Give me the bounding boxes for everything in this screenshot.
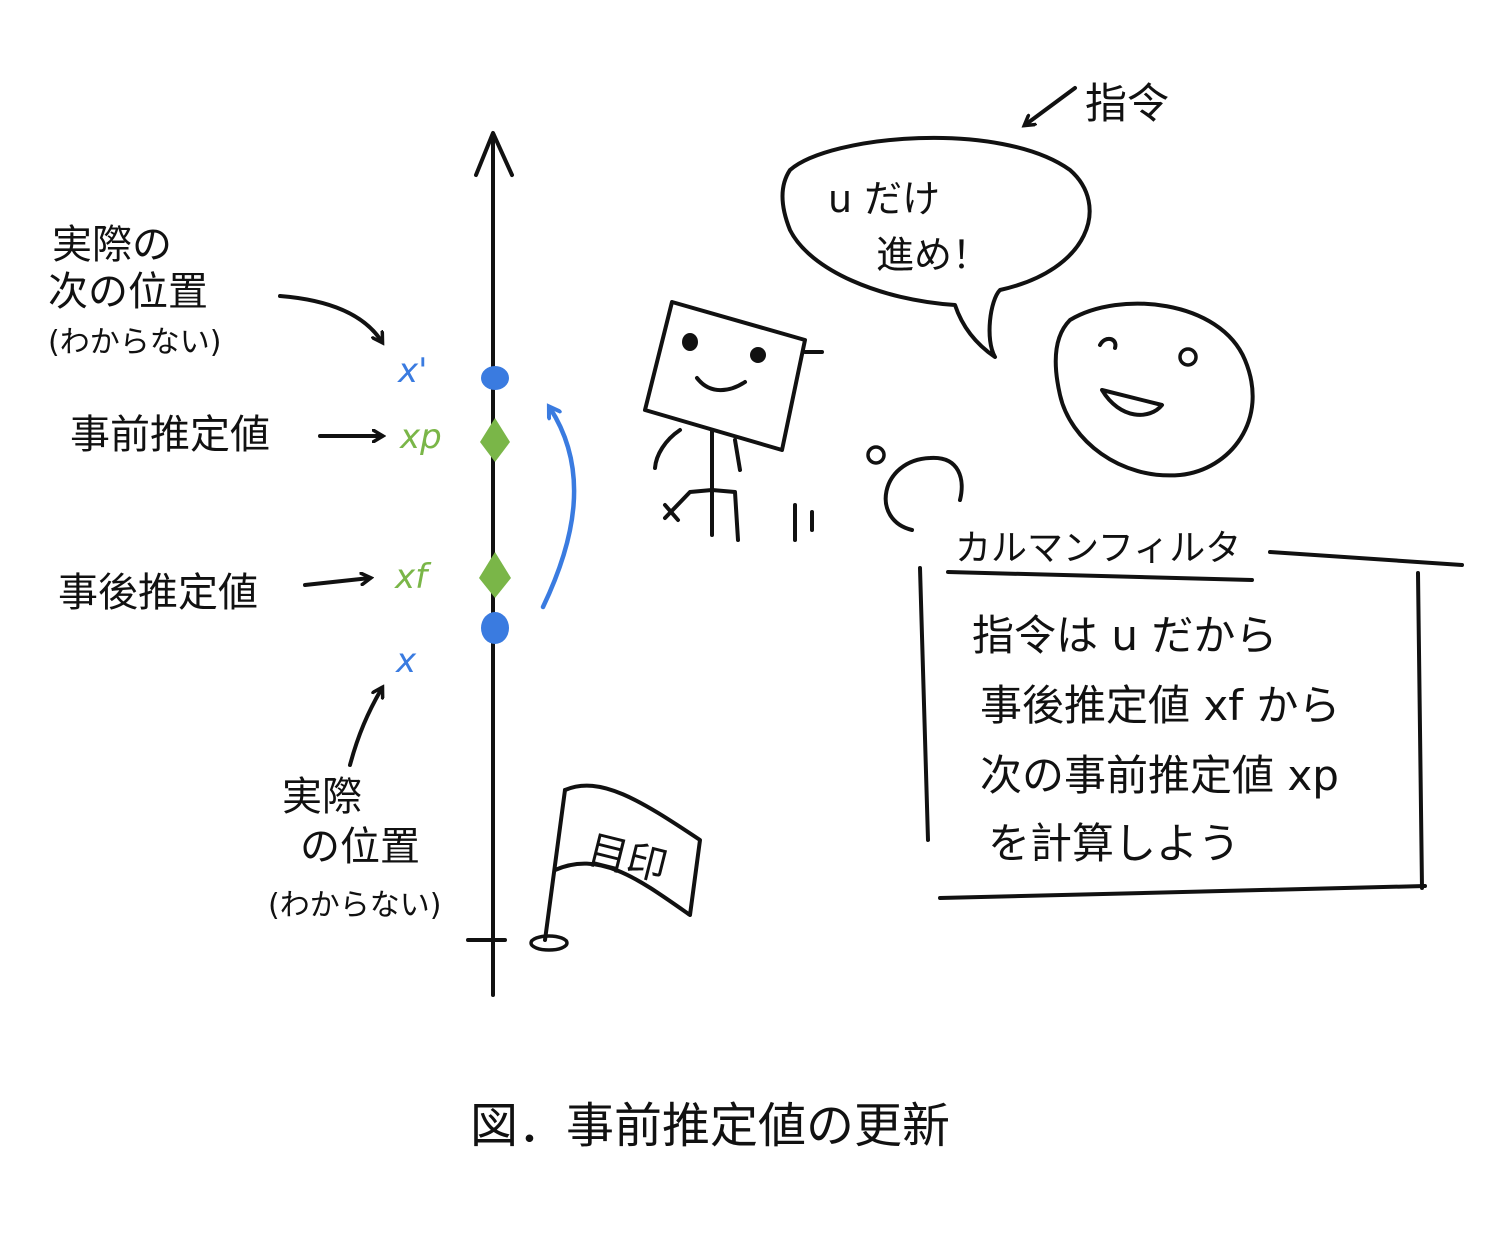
actual-label-line1: 実際	[282, 774, 362, 820]
robot-character	[643, 300, 824, 542]
kalman-line2: 事後推定値 xf から	[980, 681, 1340, 730]
symbol-x-prime: x'	[397, 351, 427, 391]
command-label: 指令	[1085, 79, 1169, 128]
operator-character	[1053, 301, 1255, 478]
kalman-line1: 指令は u だから	[972, 611, 1277, 660]
bubble-line2: 進め！	[876, 233, 990, 277]
actual-label-line2: の位置	[300, 824, 420, 870]
actual-next-position-dot	[481, 366, 509, 390]
actual-note: (わからない)	[268, 888, 441, 923]
actual-next-label-line1: 実際の	[52, 222, 172, 268]
actual-position-arrow	[348, 688, 382, 767]
posterior-estimate-marker	[479, 552, 511, 598]
update-arrow	[540, 408, 577, 610]
command-arrow	[1025, 86, 1077, 125]
kalman-line4: を計算しよう	[988, 819, 1240, 868]
speech-bubble: u だけ 進め！	[780, 135, 1092, 359]
actual-next-label-line2: 次の位置	[48, 269, 208, 315]
symbol-xf: xf	[394, 557, 432, 597]
posterior-estimate-arrow	[303, 578, 370, 587]
symbol-x: x	[395, 641, 417, 681]
thought-bubble-small	[866, 445, 886, 465]
kalman-line3: 次の事前推定値 xp	[980, 751, 1339, 800]
symbol-xp: xp	[399, 417, 442, 457]
kalman-title: カルマンフィルタ	[955, 528, 1241, 569]
landmark-flag: 目印	[529, 783, 702, 952]
flag-label: 目印	[583, 827, 672, 891]
thought-bubble-large	[883, 455, 964, 532]
bubble-line1: u だけ	[828, 177, 940, 221]
figure-caption: 図．事前推定値の更新	[470, 1098, 950, 1154]
actual-next-arrow	[278, 294, 382, 342]
posterior-estimate-label: 事後推定値	[58, 570, 258, 616]
actual-position-dot	[481, 612, 509, 644]
actual-next-note: (わからない)	[48, 325, 221, 360]
prior-estimate-marker	[480, 418, 510, 462]
prior-estimate-label: 事前推定値	[70, 412, 270, 458]
kalman-filter-box: カルマンフィルタ 指令は u だから 事後推定値 xf から 次の事前推定値 x…	[918, 528, 1464, 900]
